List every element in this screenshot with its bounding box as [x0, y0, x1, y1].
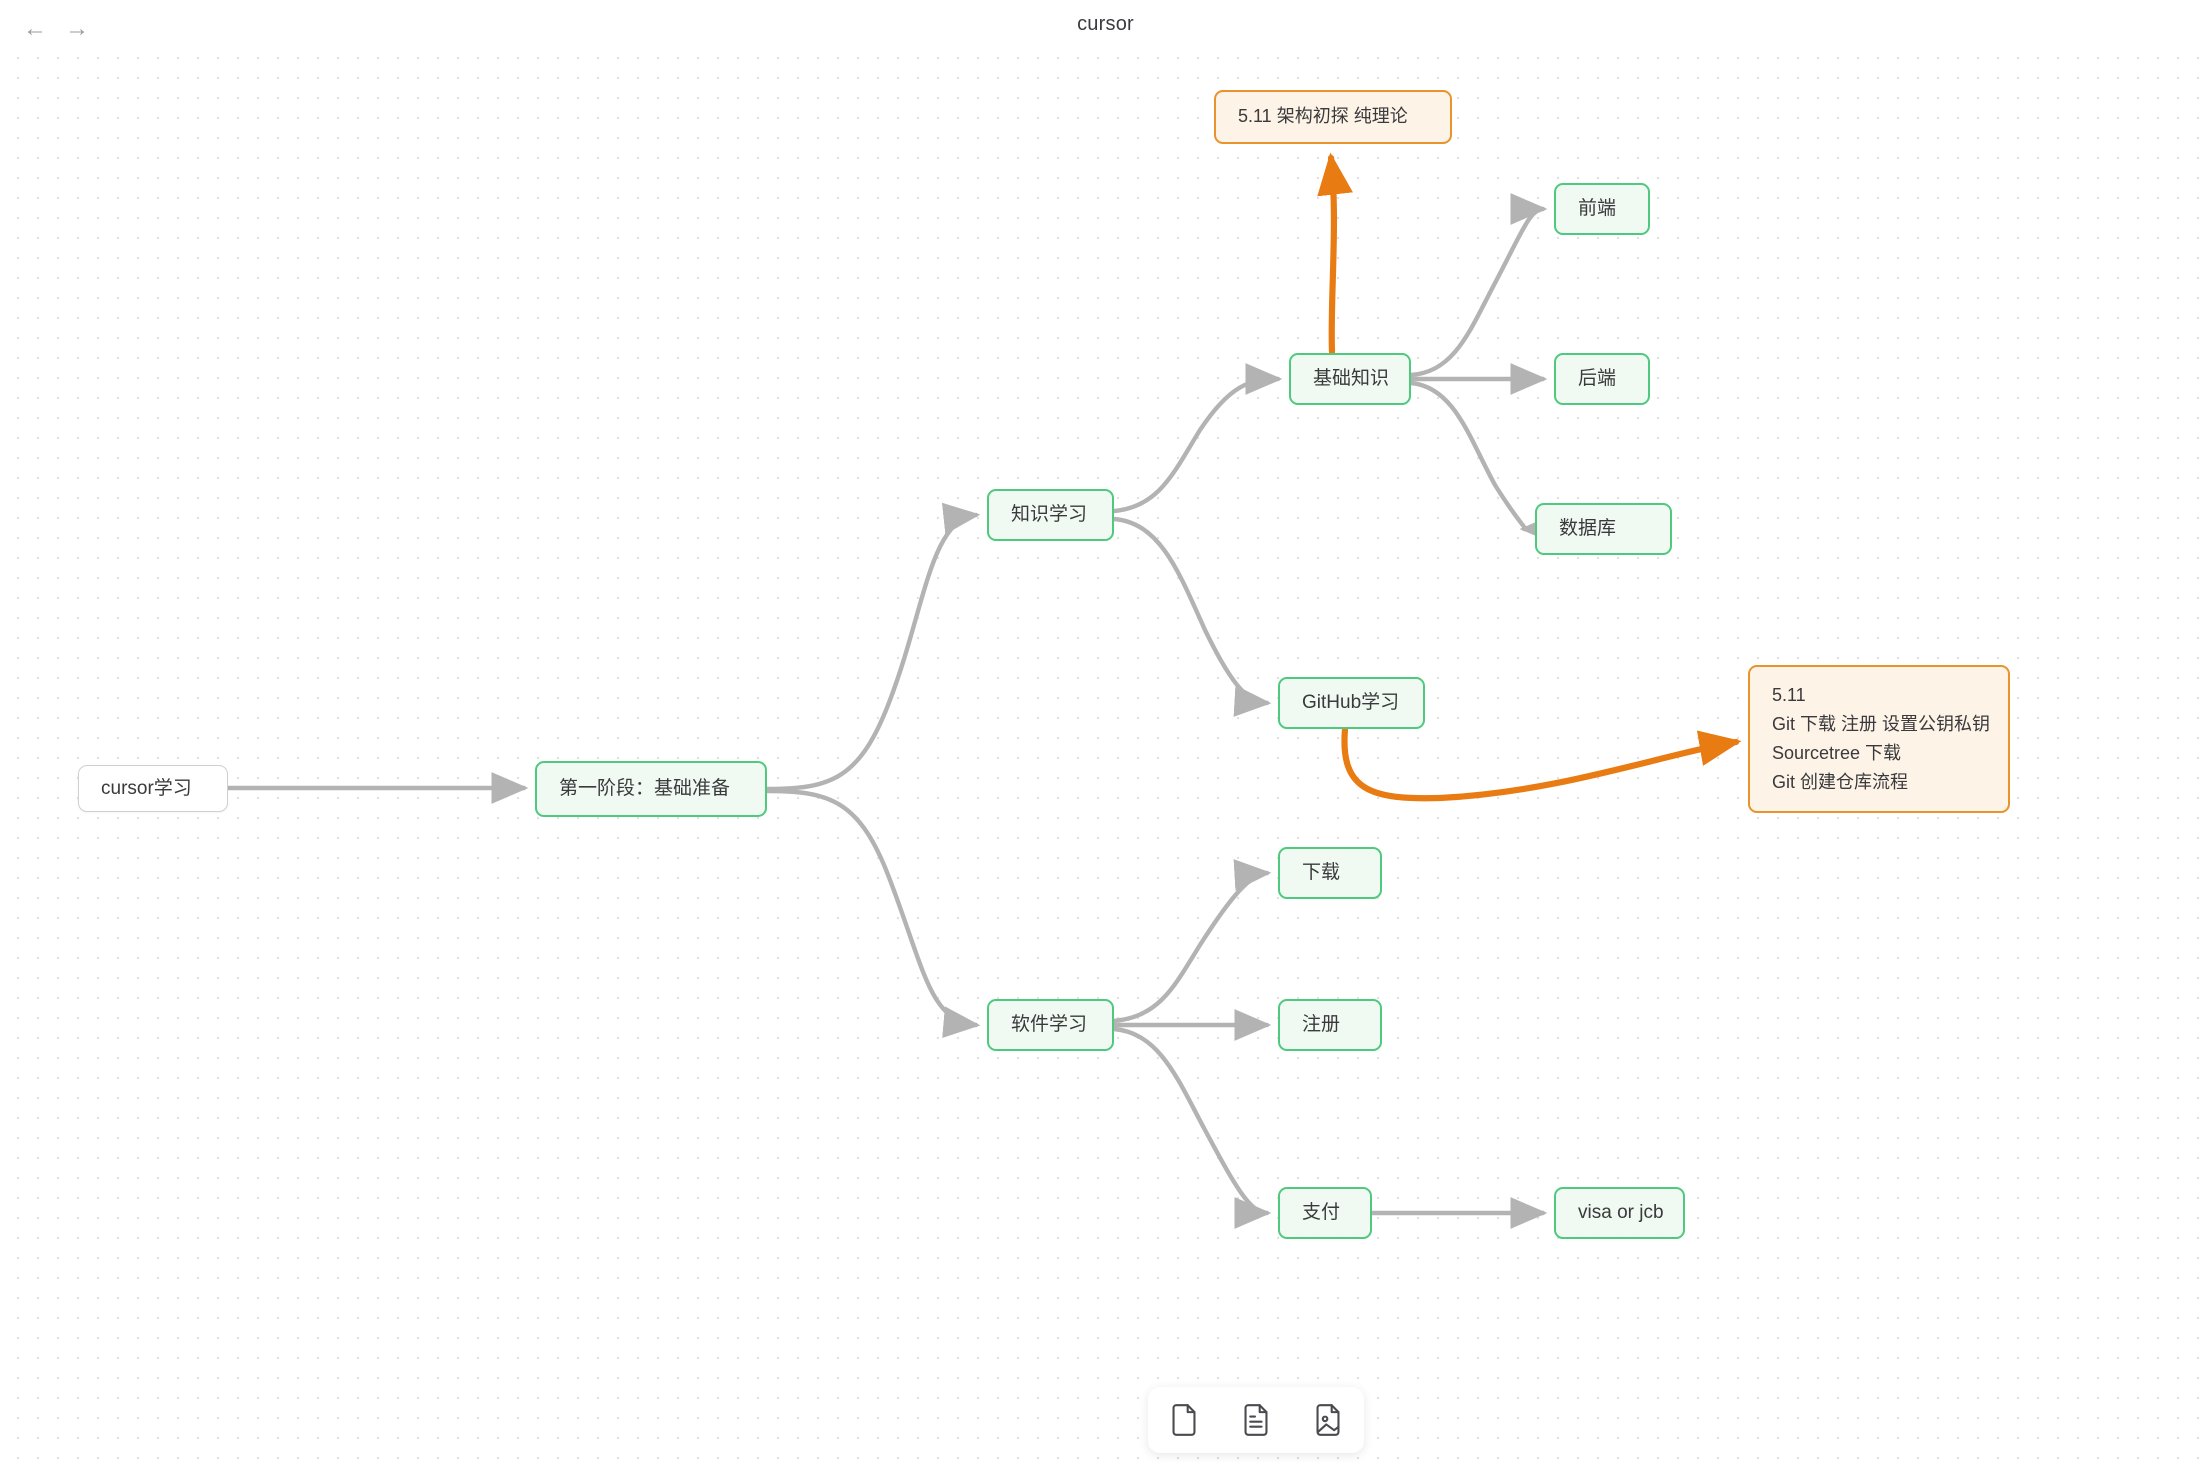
node-label: 注册: [1302, 1014, 1341, 1036]
text-document-icon[interactable]: [1233, 1397, 1279, 1443]
mindmap-node-know[interactable]: 知识学习: [987, 489, 1114, 541]
mindmap-node-soft[interactable]: 软件学习: [987, 999, 1114, 1051]
mindmap-node-dl[interactable]: 下载: [1278, 847, 1382, 899]
blank-page-icon[interactable]: [1161, 1397, 1207, 1443]
mindmap-node-github[interactable]: GitHub学习: [1278, 677, 1425, 729]
mindmap-node-reg[interactable]: 注册: [1278, 999, 1382, 1051]
mindmap-node-visa[interactable]: visa or jcb: [1554, 1187, 1685, 1239]
mindmap-node-root[interactable]: cursor学习: [78, 765, 228, 812]
page-title: cursor: [1077, 13, 1134, 35]
mindmap-node-base[interactable]: 基础知识: [1289, 353, 1411, 405]
node-label: 基础知识: [1313, 368, 1390, 390]
image-file-icon[interactable]: [1305, 1397, 1351, 1443]
note-body: 5.11 架构初探 纯理论: [1238, 102, 1408, 131]
node-label: visa or jcb: [1578, 1202, 1664, 1224]
node-label: 软件学习: [1011, 1014, 1088, 1036]
mindmap-node-pay[interactable]: 支付: [1278, 1187, 1372, 1239]
note-line: Sourcetree 下载: [1772, 743, 1902, 764]
note-line: 5.11: [1772, 685, 1806, 705]
node-label: 数据库: [1559, 518, 1617, 540]
top-bar: ← → cursor: [0, 0, 2211, 56]
node-label: 下载: [1302, 862, 1341, 884]
node-label: 知识学习: [1011, 504, 1088, 526]
mindmap-note-note-arch[interactable]: 5.11 架构初探 纯理论: [1214, 90, 1452, 144]
mindmap-node-back[interactable]: 后端: [1554, 353, 1650, 405]
note-line: Git 下载 注册 设置公钥私钥: [1772, 714, 1991, 735]
bottom-toolbar[interactable]: [1148, 1387, 1364, 1453]
mindmap-node-db[interactable]: 数据库: [1535, 503, 1672, 555]
mindmap-node-front[interactable]: 前端: [1554, 183, 1650, 235]
arrow-left-icon[interactable]: ←: [23, 15, 47, 42]
node-label: 后端: [1578, 368, 1617, 390]
note-line: 5.11 架构初探 纯理论: [1238, 106, 1408, 127]
arrow-right-icon[interactable]: →: [65, 15, 89, 42]
node-label: 前端: [1578, 198, 1617, 220]
node-label: GitHub学习: [1302, 692, 1400, 714]
node-label: cursor学习: [101, 777, 192, 799]
node-label: 第一阶段：基础准备: [559, 778, 731, 800]
note-line: Git 创建仓库流程: [1772, 772, 1909, 793]
node-label: 支付: [1302, 1202, 1341, 1224]
mindmap-node-stage1[interactable]: 第一阶段：基础准备: [535, 761, 767, 817]
